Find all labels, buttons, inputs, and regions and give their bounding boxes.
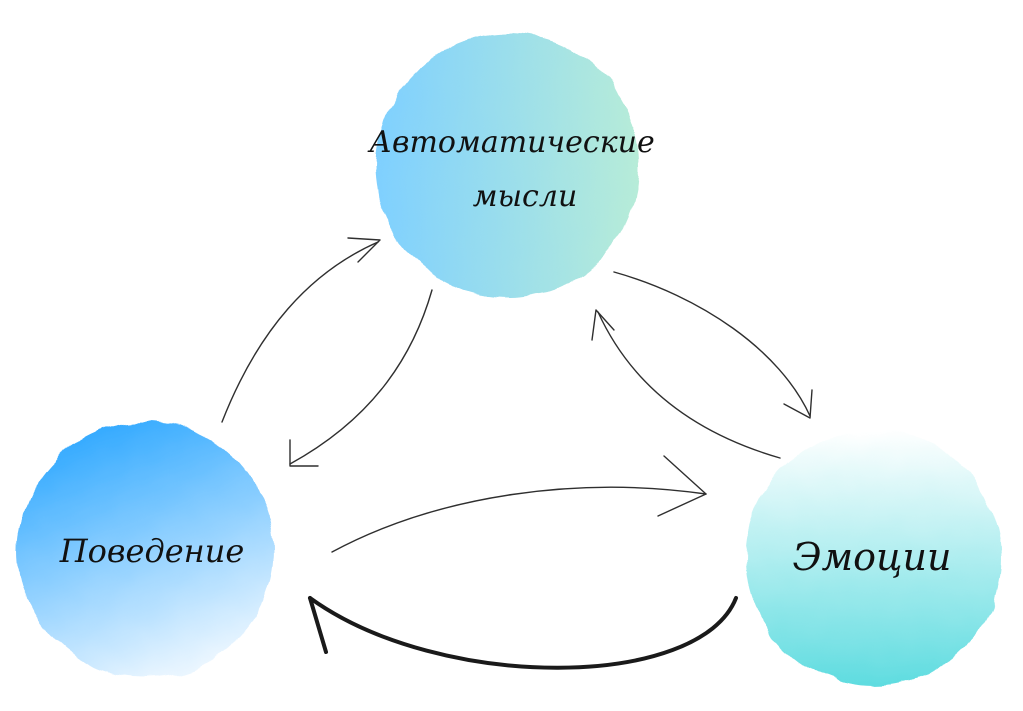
thoughts-circle bbox=[376, 34, 640, 298]
emotions-node: Эмоции bbox=[746, 430, 1002, 686]
arrow-behavior-to-emotions bbox=[331, 455, 707, 553]
thoughts-node: Автоматические мысли bbox=[367, 34, 655, 298]
behavior-label: Поведение bbox=[59, 532, 245, 570]
emotions-label: Эмоции bbox=[793, 535, 952, 579]
arrow-emotions-to-thoughts bbox=[591, 309, 781, 459]
thoughts-label-line2: мысли bbox=[473, 179, 578, 214]
behavior-circle bbox=[18, 422, 274, 678]
thoughts-label-line1: Автоматические bbox=[367, 125, 654, 160]
arrow-behavior-to-thoughts bbox=[221, 237, 381, 423]
emotions-circle bbox=[746, 430, 1002, 686]
arrow-thoughts-to-emotions bbox=[613, 271, 813, 419]
behavior-node: Поведение bbox=[18, 422, 274, 678]
arrow-thoughts-to-behavior bbox=[289, 289, 433, 467]
arrow-emotions-to-behavior bbox=[308, 596, 738, 670]
